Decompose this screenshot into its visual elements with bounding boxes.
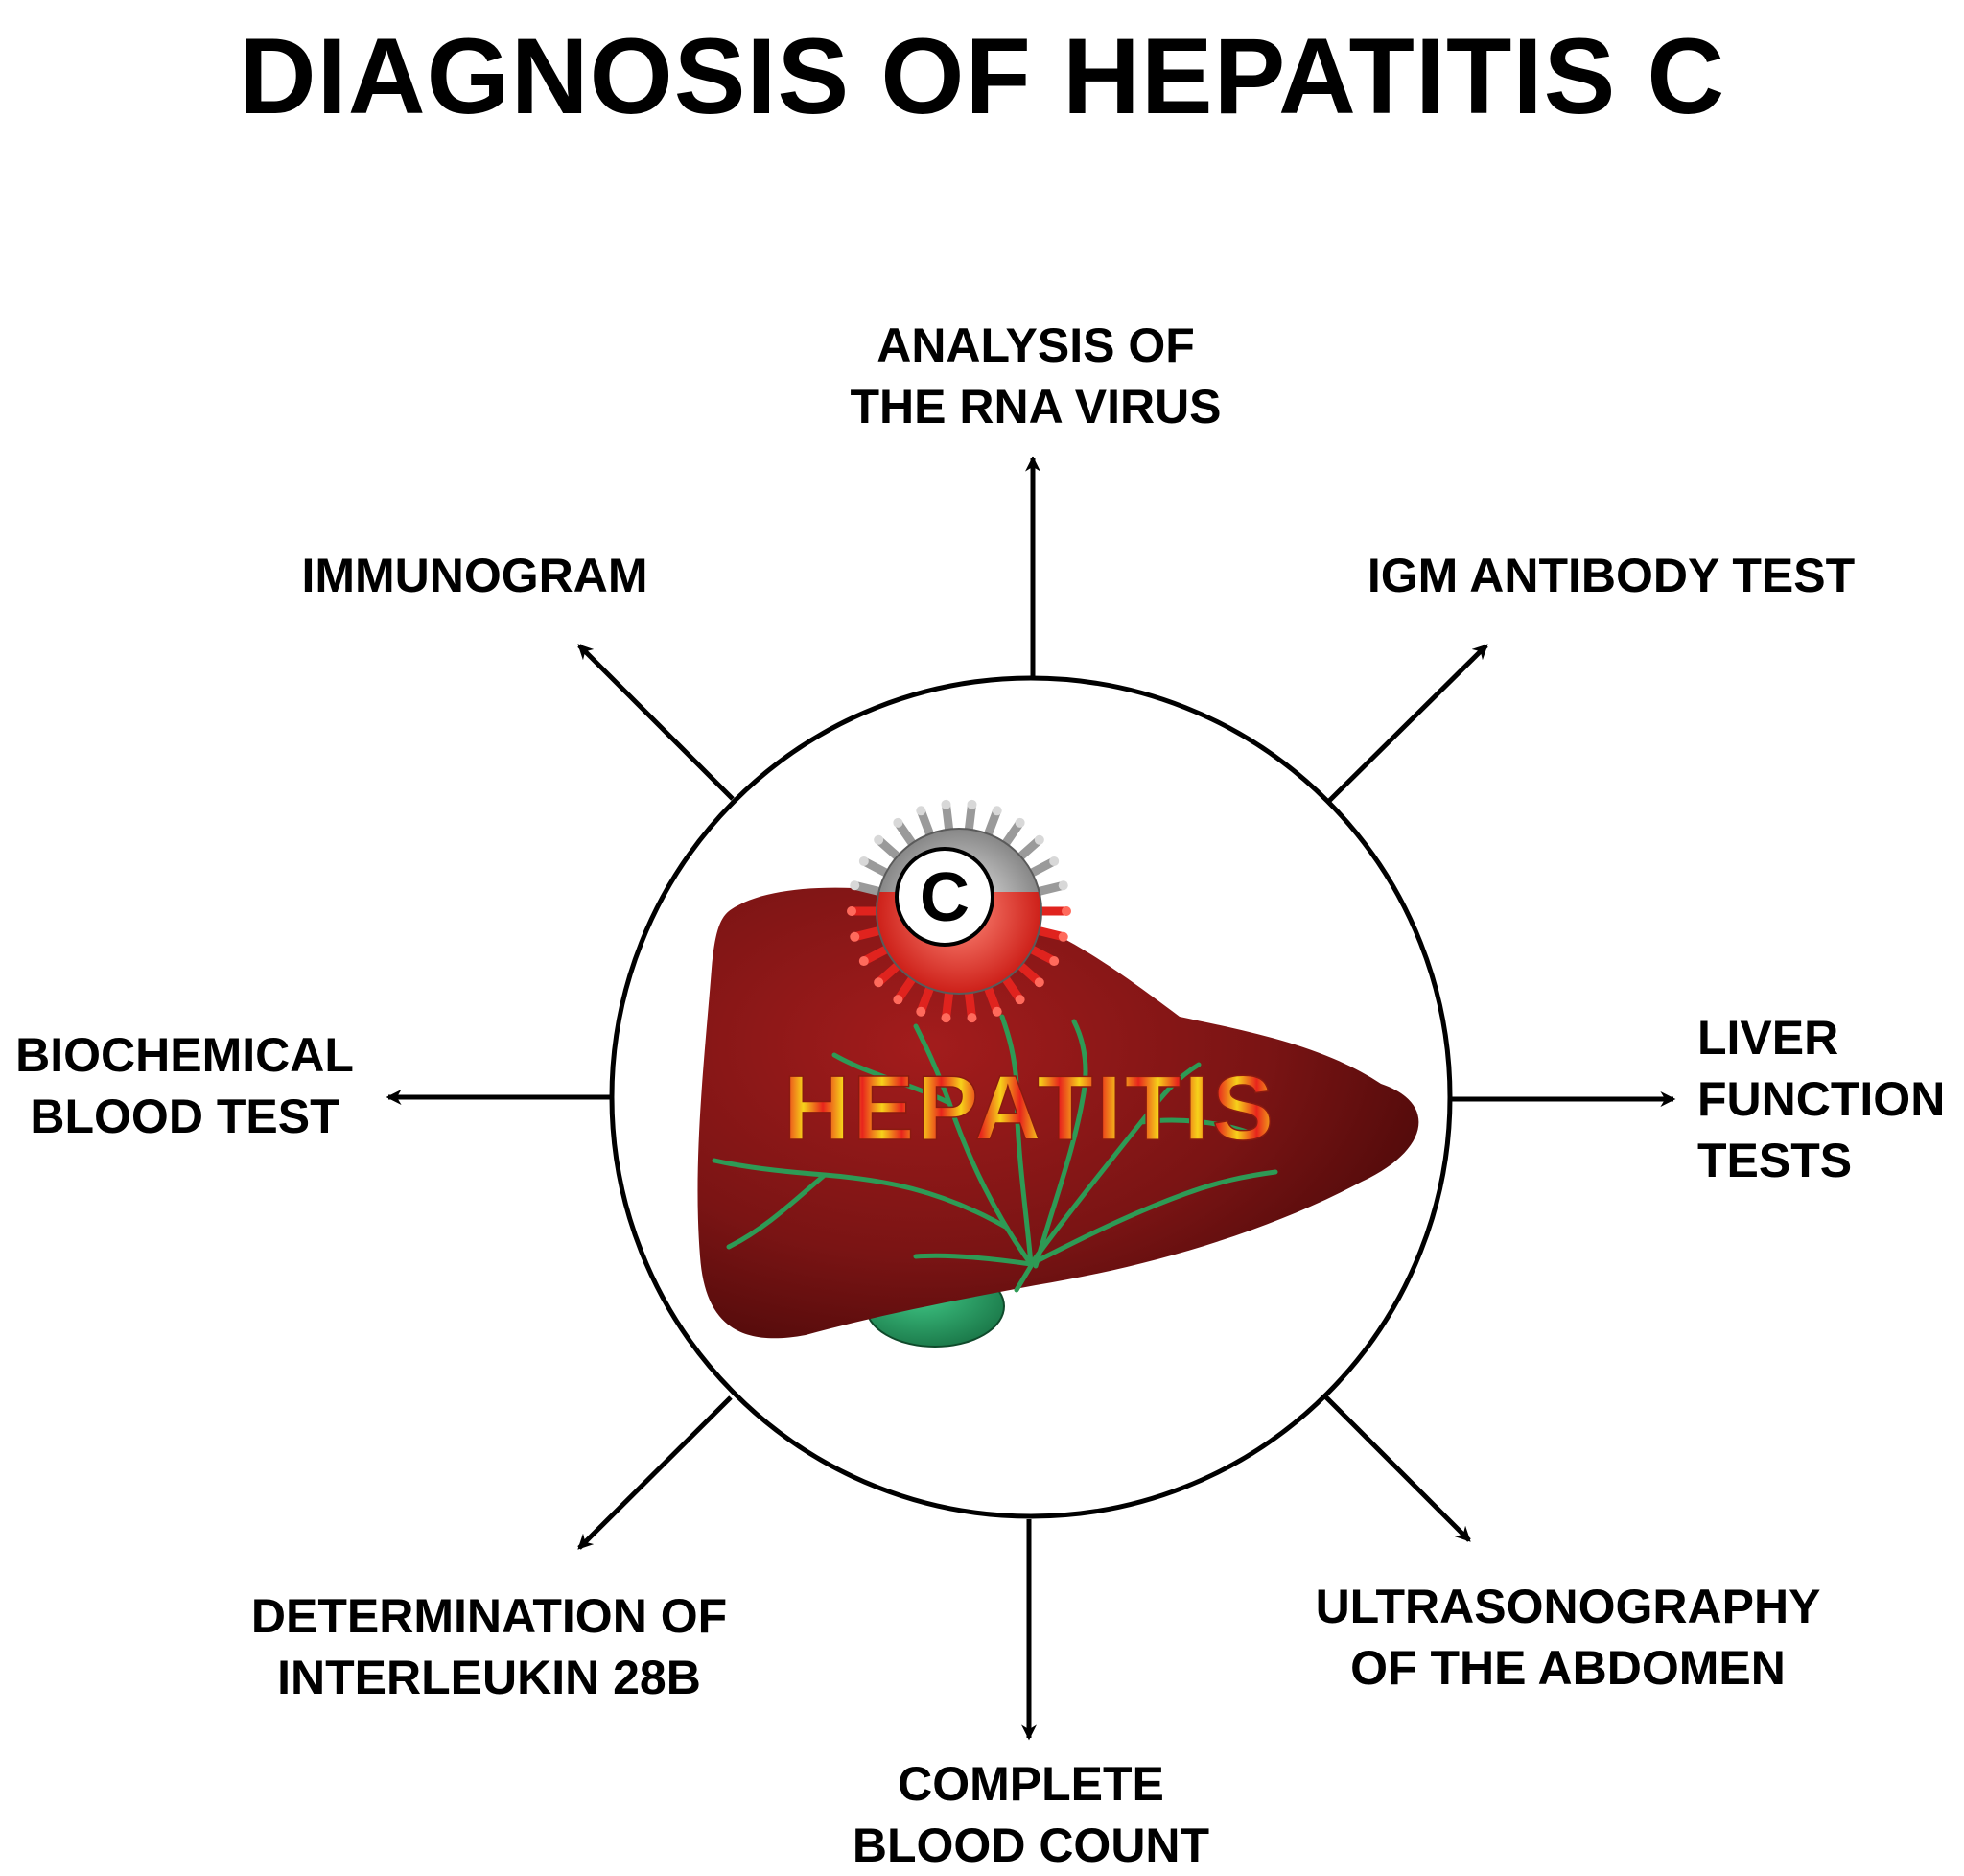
virus-spike-tip	[850, 880, 860, 891]
virus-spike-tip	[992, 806, 1002, 816]
virus-spike-tip	[874, 977, 884, 988]
virus-spike-tip	[916, 1006, 926, 1017]
arrow-ultrasonography	[1324, 1395, 1471, 1542]
test-label-il28b: DETERMINATION OF INTERLEUKIN 28B	[250, 1589, 728, 1704]
virus-spike-tip	[874, 834, 884, 845]
test-label-igm: IGM ANTIBODY TEST	[1367, 549, 1856, 602]
bile-vessels-icon	[712, 1014, 1278, 1293]
hepatitis-word: HEPATITIS	[783, 1057, 1276, 1160]
virus-spike	[999, 818, 1025, 852]
arrows	[386, 456, 1676, 1741]
virus-spike-tip	[1034, 834, 1044, 845]
test-label-immunogram: IMMUNOGRAM	[301, 549, 648, 602]
test-label-rna: ANALYSIS OF THE RNA VIRUS	[850, 318, 1222, 434]
virus-spike-tip	[1049, 956, 1060, 967]
virus-spike-tip	[1062, 906, 1071, 916]
virus-spike-tip	[1015, 995, 1025, 1005]
virus-spike-tip	[1034, 977, 1044, 988]
test-label-cbc: COMPLETE BLOOD COUNT	[852, 1757, 1210, 1872]
virus-letter-badge	[895, 847, 994, 947]
arrow-il28b	[577, 1395, 733, 1550]
virus-spike-tip	[1015, 817, 1025, 828]
virus-spike-tip	[850, 931, 860, 942]
virus-spike-tip	[858, 856, 869, 866]
virus-icon: C	[847, 799, 1071, 1023]
liver-icon	[697, 887, 1419, 1339]
virus-spike-tip	[858, 956, 869, 967]
test-label-biochemical: BIOCHEMICAL BLOOD TEST	[15, 1028, 354, 1143]
page-title: DIAGNOSIS OF HEPATITIS C	[238, 16, 1726, 136]
virus-spike-tip	[1049, 856, 1060, 866]
virus-spike-tip	[941, 799, 951, 809]
virus-spike-tip	[967, 1013, 977, 1023]
test-label-liver-function: LIVER FUNCTION TESTS	[1697, 1011, 1946, 1187]
arrow-immunogram	[577, 644, 735, 801]
virus-spike-tip	[893, 817, 903, 828]
virus-spike-tip	[847, 906, 856, 916]
test-label-ultrasonography: ULTRASONOGRAPHY OF THE ABDOMEN	[1315, 1580, 1821, 1695]
virus-spike	[893, 818, 919, 852]
arrow-igm	[1326, 644, 1488, 804]
virus-spike-tip	[893, 995, 903, 1005]
virus-spike-tip	[967, 799, 977, 809]
virus-spike-tip	[1058, 931, 1068, 942]
virus-spike-tip	[941, 1013, 951, 1023]
virus-spike-tip	[916, 806, 926, 816]
virus-spike-tip	[1058, 880, 1068, 891]
virus-spike-tip	[992, 1006, 1002, 1017]
virus-letter: C	[920, 859, 970, 936]
